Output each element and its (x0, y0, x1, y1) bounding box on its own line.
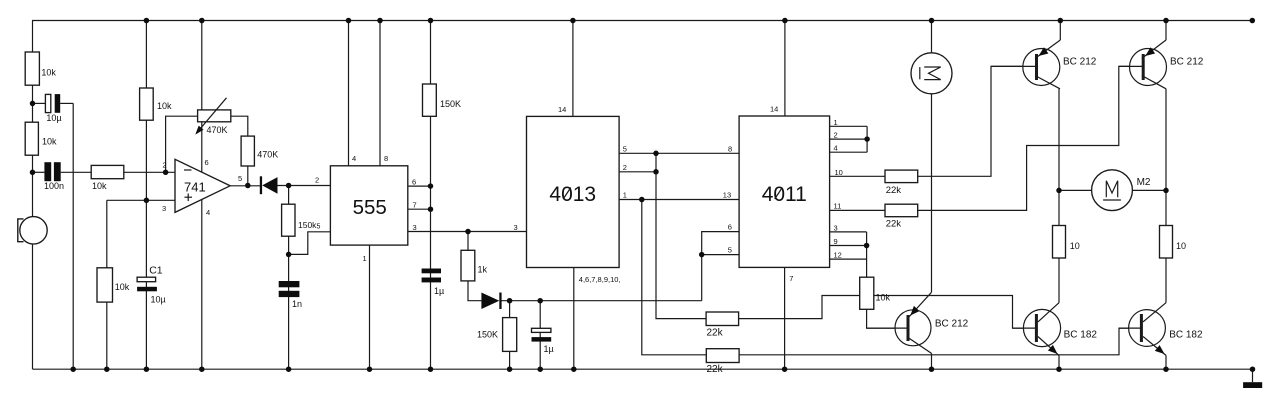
svg-text:150K: 150K (477, 329, 498, 339)
svg-text:10k: 10k (876, 293, 891, 303)
svg-text:22k: 22k (707, 328, 724, 339)
svg-text:5: 5 (238, 174, 242, 183)
svg-text:470K: 470K (207, 125, 228, 135)
svg-text:9: 9 (834, 237, 838, 246)
svg-text:1k: 1k (478, 265, 488, 275)
svg-text:3: 3 (514, 223, 518, 232)
svg-text:100n: 100n (44, 181, 64, 191)
svg-text:11: 11 (834, 202, 842, 211)
svg-text:14: 14 (770, 105, 778, 114)
svg-text:BC 182: BC 182 (1169, 329, 1203, 340)
svg-text:22k: 22k (886, 219, 902, 230)
svg-text:BC 182: BC 182 (1064, 329, 1098, 340)
svg-text:10µ: 10µ (151, 294, 166, 304)
svg-text:4: 4 (834, 144, 838, 153)
svg-text:10: 10 (1070, 241, 1080, 251)
svg-text:7: 7 (413, 201, 417, 210)
svg-text:3: 3 (413, 223, 417, 232)
svg-text:1n: 1n (292, 299, 302, 309)
svg-text:4: 4 (206, 208, 210, 217)
svg-text:150k: 150k (298, 220, 317, 230)
svg-text:555: 555 (353, 196, 387, 219)
svg-text:1µ: 1µ (544, 344, 554, 354)
svg-text:6: 6 (728, 223, 732, 232)
svg-text:741: 741 (184, 179, 206, 194)
svg-text:8: 8 (728, 144, 732, 153)
svg-text:BC 212: BC 212 (935, 319, 969, 330)
svg-text:2: 2 (315, 176, 319, 185)
svg-text:5: 5 (317, 223, 321, 230)
svg-text:3: 3 (834, 224, 838, 233)
svg-text:10k: 10k (41, 68, 56, 78)
svg-text:150K: 150K (440, 99, 461, 109)
svg-text:10µ: 10µ (46, 113, 61, 123)
svg-text:2: 2 (623, 163, 627, 172)
svg-text:1: 1 (363, 254, 367, 263)
svg-text:12: 12 (834, 251, 842, 260)
svg-text:4: 4 (352, 154, 356, 163)
svg-text:470K: 470K (257, 150, 278, 160)
svg-text:1: 1 (623, 191, 627, 200)
svg-text:2: 2 (163, 161, 167, 170)
svg-text:M2: M2 (1137, 177, 1151, 188)
svg-text:10k: 10k (42, 137, 57, 147)
svg-text:1µ: 1µ (434, 286, 444, 296)
svg-text:7: 7 (789, 274, 793, 283)
svg-text:BC 212: BC 212 (1170, 57, 1204, 68)
svg-text:1: 1 (834, 118, 838, 127)
svg-text:4,6,7,8,9,10,: 4,6,7,8,9,10, (579, 275, 621, 284)
svg-text:2: 2 (834, 131, 838, 140)
svg-text:C1: C1 (149, 264, 163, 276)
svg-text:22k: 22k (707, 364, 724, 375)
svg-text:22k: 22k (886, 185, 902, 196)
svg-text:10k: 10k (157, 101, 172, 111)
svg-text:6: 6 (205, 158, 209, 167)
svg-text:14: 14 (558, 105, 566, 114)
svg-text:10: 10 (835, 168, 843, 177)
svg-text:5: 5 (728, 245, 732, 254)
svg-text:10k: 10k (115, 282, 130, 292)
svg-text:10: 10 (1176, 241, 1186, 251)
svg-text:13: 13 (723, 191, 731, 200)
svg-text:4011: 4011 (762, 183, 807, 206)
svg-text:3: 3 (162, 204, 166, 213)
svg-text:5: 5 (623, 144, 627, 153)
svg-text:4013: 4013 (549, 183, 596, 206)
svg-text:8: 8 (384, 154, 388, 163)
svg-text:10k: 10k (92, 181, 107, 191)
svg-text:BC 212: BC 212 (1063, 57, 1097, 68)
svg-text:6: 6 (412, 178, 416, 187)
